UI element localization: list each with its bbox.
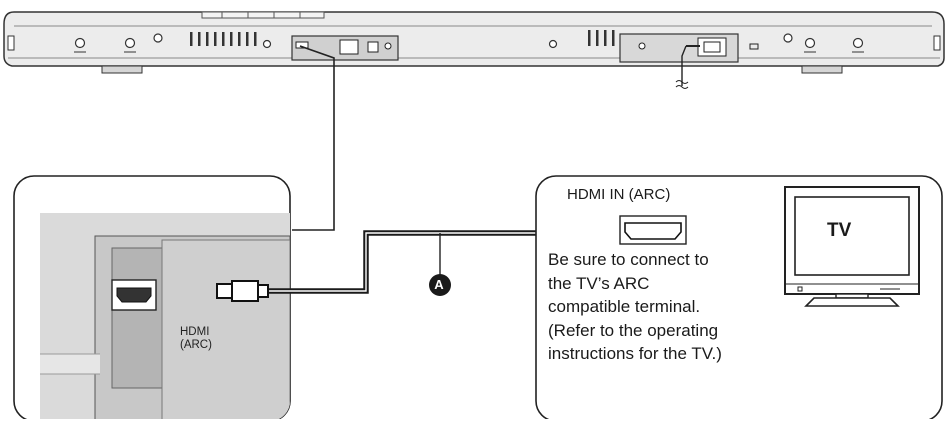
port-label: HDMI (ARC): [180, 326, 212, 352]
hdmi-in-label: HDMI IN (ARC): [567, 186, 671, 203]
connection-note: Be sure to connect to the TV’s ARC compa…: [548, 248, 788, 366]
zoom-inset: [13, 175, 291, 422]
cable-marker-a: [429, 274, 451, 296]
note-line: the TV’s ARC: [548, 273, 650, 293]
note-line: instructions for the TV.): [548, 344, 722, 363]
cable-marker-label: A: [434, 277, 444, 292]
tv-icon: [784, 186, 920, 307]
tv-inset: [535, 175, 943, 422]
tv-label: TV: [827, 220, 852, 241]
port-label-line: (ARC): [180, 339, 212, 351]
zoom-leader-line: [292, 45, 335, 231]
note-line: (Refer to the operating: [548, 320, 719, 340]
port-label-line: HDMI: [180, 326, 210, 338]
soundbar-rear: [3, 11, 945, 89]
note-line: Be sure to connect to: [548, 250, 709, 269]
note-line: compatible terminal.: [548, 297, 701, 316]
